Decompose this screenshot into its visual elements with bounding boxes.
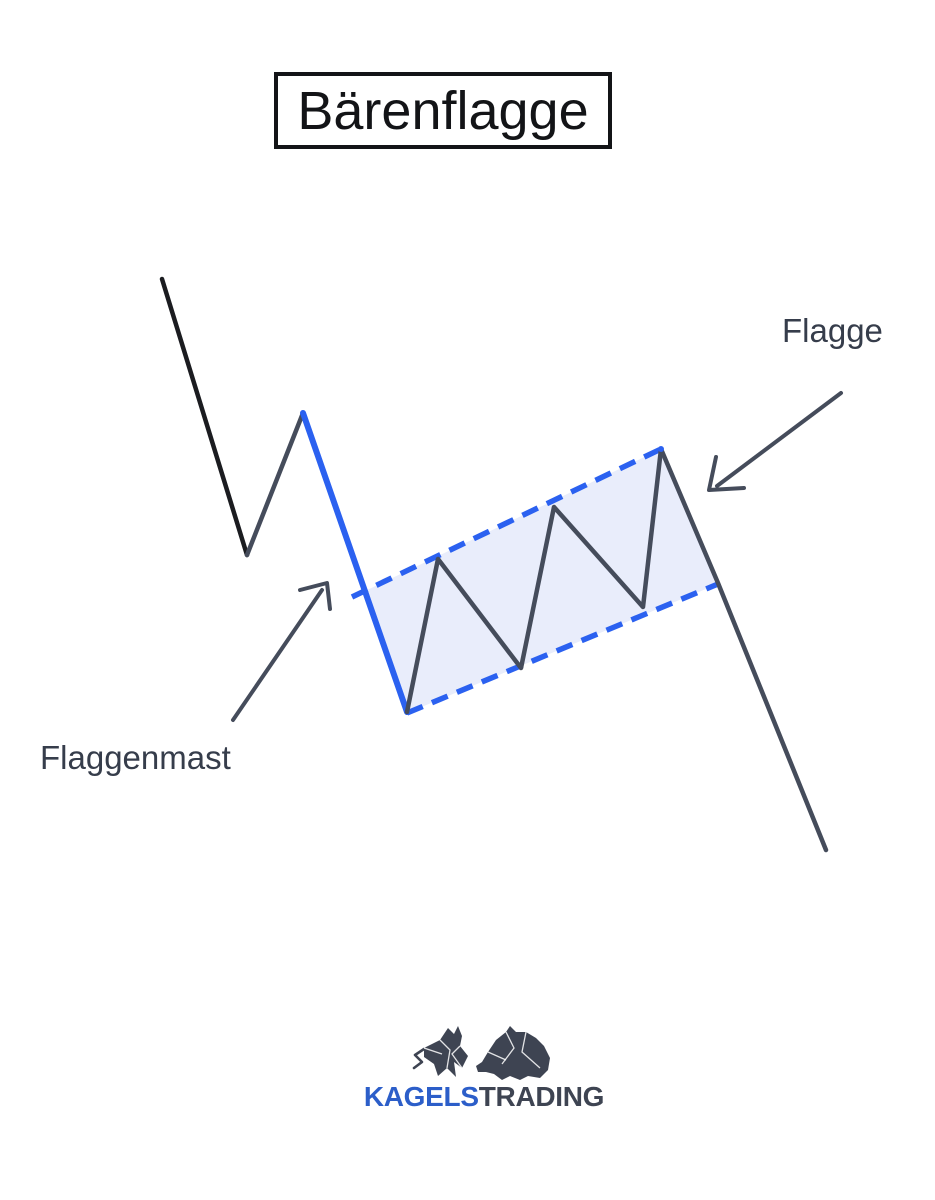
flag-label: Flagge xyxy=(782,312,883,349)
logo-animals xyxy=(412,1026,550,1080)
flag-zigzag-line xyxy=(407,449,661,712)
flagpole-arrow-shaft xyxy=(233,590,322,720)
flagpole-label: Flaggenmast xyxy=(40,739,231,776)
title-box: Bärenflagge xyxy=(274,72,612,149)
initial-downtrend-line xyxy=(162,279,247,555)
flag-upper-boundary xyxy=(352,449,661,597)
brand-name-secondary: TRADING xyxy=(478,1081,605,1112)
flag-lower-boundary xyxy=(407,584,718,713)
brand-name-primary: KAGELS xyxy=(363,1081,479,1112)
bull-icon xyxy=(412,1026,468,1077)
bear-icon xyxy=(476,1026,550,1080)
flag-arrow-head xyxy=(709,457,744,490)
flag-arrow-shaft xyxy=(717,393,841,486)
brand-logo: KAGELSTRADING xyxy=(334,1081,634,1113)
breakdown-line xyxy=(661,449,826,850)
flag-corner-dot xyxy=(658,446,664,452)
flagpole-arrow-head xyxy=(300,583,330,609)
retrace-up-line xyxy=(247,413,303,555)
page-title: Bärenflagge xyxy=(297,80,589,141)
flagpole-line xyxy=(303,413,407,712)
